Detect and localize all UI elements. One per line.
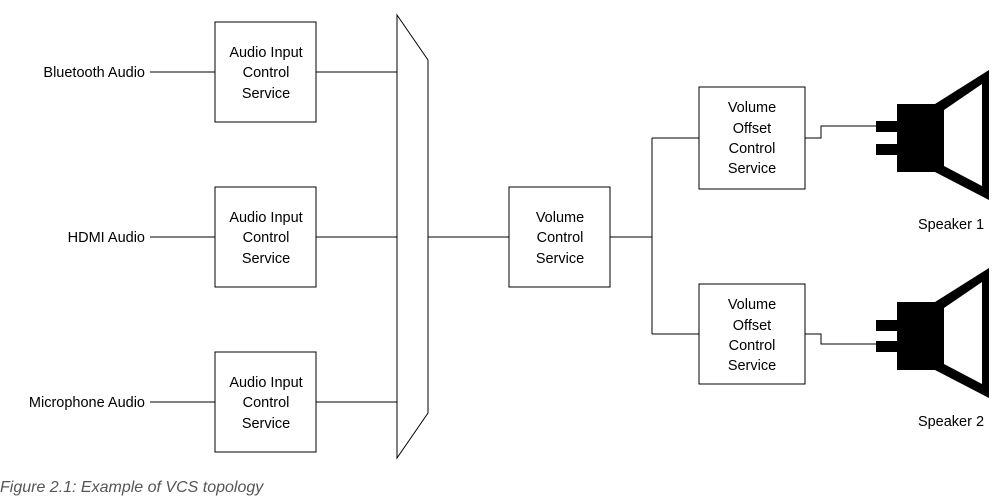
aics-1-line-2: Control: [243, 65, 290, 81]
vcs-line-2: Control: [537, 230, 584, 246]
volume-offset-control-service-box-1: [698, 86, 806, 190]
speaker-1-icon: [876, 70, 989, 200]
aics-1-line-3: Service: [242, 86, 290, 102]
audio-input-control-service-box-3: [214, 351, 317, 453]
vocs-2-line-3: Control: [729, 338, 776, 354]
speaker-1-label: Speaker 1: [918, 217, 984, 233]
aics-2-line-1: Audio Input: [229, 210, 302, 226]
audio-mixer-shape: [396, 13, 429, 460]
vcs-line-1: Volume: [536, 210, 584, 226]
aics-3-line-1: Audio Input: [229, 375, 302, 391]
audio-input-control-service-box-1: [214, 21, 317, 123]
vocs-2-line-4: Service: [728, 358, 776, 374]
vocs-2-line-1: Volume: [728, 297, 776, 313]
vocs-1-line-2: Offset: [733, 121, 771, 137]
volume-control-service-box: [508, 186, 611, 288]
vocs-1-line-1: Volume: [728, 100, 776, 116]
aics-2-line-2: Control: [243, 230, 290, 246]
speaker-2-icon: [876, 268, 989, 398]
speaker-2-label: Speaker 2: [918, 414, 984, 430]
volume-offset-control-service-box-2: [698, 283, 806, 385]
vocs-1-line-3: Control: [729, 141, 776, 157]
aics-3-line-2: Control: [243, 395, 290, 411]
connector-vocs-1-to-speaker-1: [805, 125, 876, 139]
input-label-hdmi: HDMI Audio: [68, 230, 145, 246]
vocs-1-line-4: Service: [728, 161, 776, 177]
aics-1-line-1: Audio Input: [229, 45, 302, 61]
input-label-bluetooth: Bluetooth Audio: [43, 65, 145, 81]
input-label-microphone: Microphone Audio: [29, 395, 145, 411]
audio-input-control-service-box-2: [214, 186, 317, 288]
vcs-line-3: Service: [536, 251, 584, 267]
aics-3-line-3: Service: [242, 416, 290, 432]
aics-2-line-3: Service: [242, 251, 290, 267]
figure-caption: Figure 2.1: Example of VCS topology: [0, 479, 264, 496]
connector-vocs-2-to-speaker-2: [805, 333, 876, 345]
vocs-2-line-2: Offset: [733, 318, 771, 334]
